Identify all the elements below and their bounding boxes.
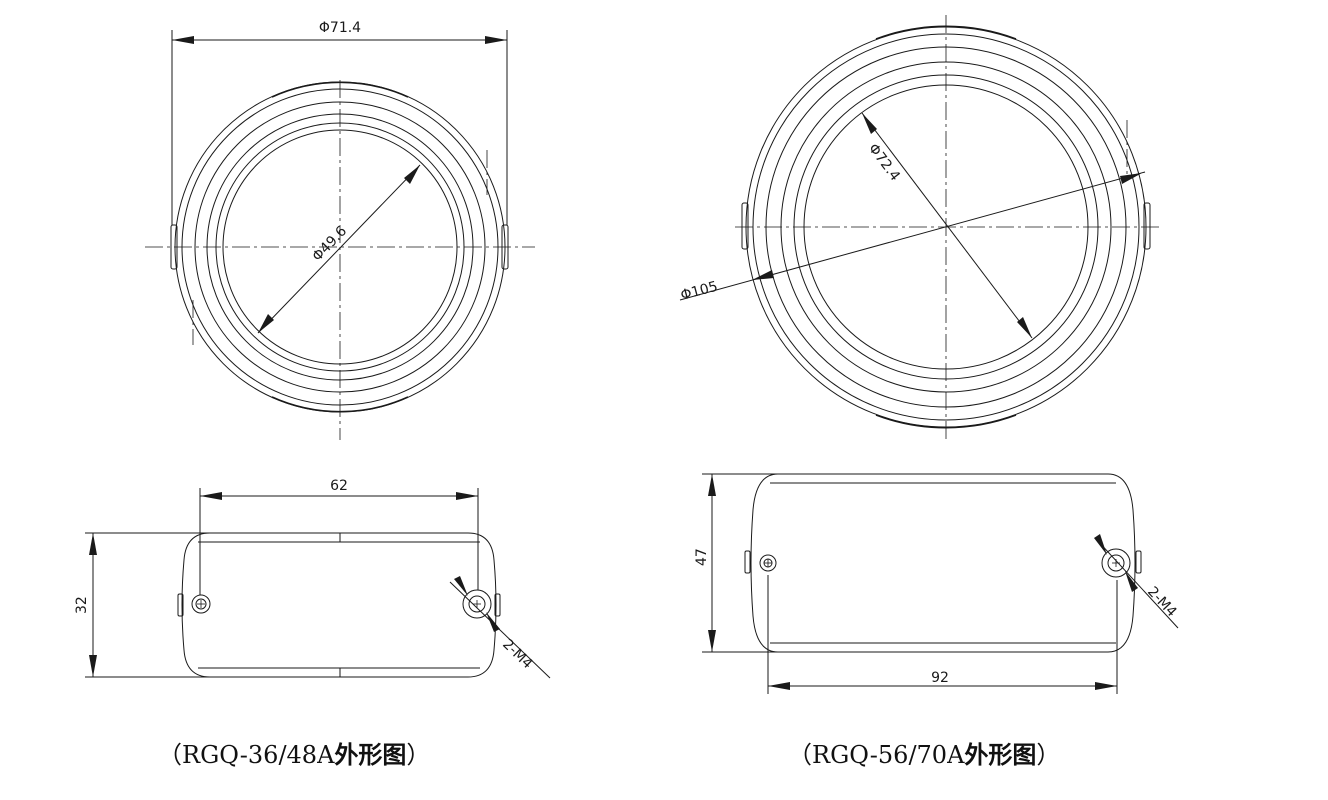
left-top-view: Φ71.4 Φ49.6 [145, 20, 535, 440]
right-side-view: 2-M4 47 92 [694, 473, 1180, 694]
left-top-arc [271, 81, 409, 98]
left-screw-l-inner [195, 598, 207, 610]
left-caption: （RGQ-36/48A外形图） [158, 735, 430, 770]
left-screw-l [191, 594, 211, 614]
left-ring-2 [181, 88, 499, 406]
left-dim-line-inner [257, 164, 421, 334]
right-side-tab-r [1135, 550, 1142, 574]
right-caption-model: （RGQ-56/70A [788, 741, 965, 769]
arrow [862, 113, 877, 134]
right-dim-height: 47 [694, 548, 710, 566]
arrow [1017, 317, 1032, 338]
arrow [768, 682, 790, 690]
arrow [1095, 682, 1117, 690]
left-screw-r-inner [468, 595, 486, 613]
arrow [708, 630, 716, 652]
arrow [200, 492, 222, 500]
left-side-tab-l [177, 593, 184, 617]
right-screw-r [1101, 548, 1131, 578]
arrow [485, 36, 507, 44]
right-ring-5 [793, 74, 1099, 380]
left-thread-leader [449, 581, 551, 679]
right-thread-leader [1096, 539, 1179, 629]
right-dim-thread: 2-M4 [1144, 584, 1180, 621]
right-dim-outer-dia: Φ105 [679, 279, 720, 304]
arrow [404, 165, 420, 184]
right-bottom-arc [875, 414, 1017, 429]
right-caption-label: 外形图 [964, 741, 1037, 769]
arrow [752, 270, 774, 280]
left-side-tab-l [170, 224, 178, 270]
right-ring-3 [765, 46, 1127, 408]
left-ring-5 [215, 122, 465, 372]
left-ring-4 [206, 113, 474, 381]
arrow [1094, 534, 1107, 555]
left-side-body [181, 532, 497, 678]
right-side-tab-l [744, 550, 751, 574]
right-dim-line-inner [861, 112, 1033, 339]
left-screw-r [462, 589, 492, 619]
arrow [172, 36, 194, 44]
right-dim-inner-dia: Φ72.4 [865, 141, 903, 184]
arrow [456, 492, 478, 500]
left-bottom-arc [271, 396, 409, 413]
left-dim-thread: 2-M4 [499, 636, 535, 672]
left-side-tab-r [494, 593, 501, 617]
arrow [89, 655, 97, 677]
right-dim-width: 92 [931, 670, 949, 686]
right-ring-inner [803, 84, 1089, 370]
right-caption-close: ） [1036, 741, 1061, 769]
right-caption: （RGQ-56/70A外形图） [788, 735, 1060, 770]
right-ring-2 [752, 33, 1140, 421]
left-caption-model: （RGQ-36/48A [158, 741, 335, 769]
arrow [454, 576, 468, 596]
left-caption-close: ） [406, 741, 431, 769]
arrow [89, 533, 97, 555]
left-dim-outer-dia: Φ71.4 [319, 20, 361, 36]
right-top-arc [875, 25, 1017, 40]
right-side-body [750, 473, 1136, 653]
left-caption-label: 外形图 [334, 741, 407, 769]
left-dim-width: 62 [330, 478, 348, 494]
right-ring-4 [780, 61, 1112, 393]
right-screw-l [759, 554, 777, 572]
arrow [708, 474, 716, 496]
arrow [486, 612, 500, 632]
right-top-view: Φ72.4 Φ105 [679, 15, 1160, 440]
arrow [1120, 173, 1142, 184]
arrow [1125, 571, 1138, 592]
right-screw-r-inner [1107, 554, 1125, 572]
left-ring-inner [222, 129, 458, 365]
left-side-view: 2-M4 62 32 [74, 478, 551, 679]
left-ring-3 [194, 101, 486, 393]
arrow [258, 314, 274, 333]
left-dim-height: 32 [74, 596, 90, 614]
left-side-tab-r [501, 224, 509, 270]
right-dim-line-outer [679, 171, 1146, 301]
right-side-tab-r [1143, 202, 1151, 250]
right-side-tab-l [741, 202, 749, 250]
